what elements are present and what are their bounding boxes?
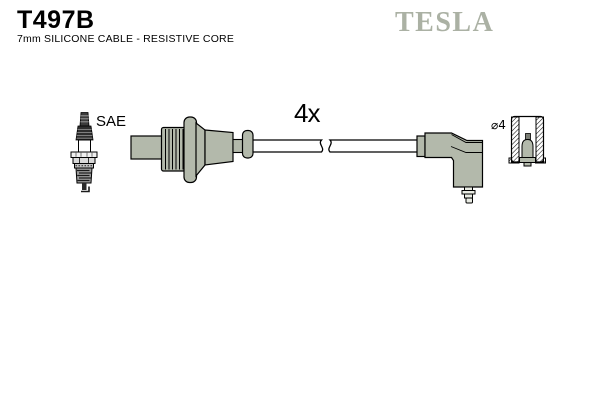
cap-left-wall	[511, 116, 520, 163]
cap-inner-terminal	[519, 133, 536, 167]
elbow-boot-terminal-nipple	[461, 186, 476, 204]
coil-boot-disc-rib	[183, 116, 198, 184]
cable-left-segment	[249, 139, 324, 153]
elbow-boot-body	[424, 132, 484, 188]
cable-right-segment	[328, 139, 421, 153]
quantity-label: 4x	[294, 98, 320, 128]
elbow-boot-collar	[416, 135, 426, 158]
cap-right-wall	[535, 116, 544, 163]
coil-boot-socket	[130, 135, 164, 160]
terminal-cap-cross-section	[508, 115, 546, 167]
tesla-logo: TESLA	[395, 7, 494, 38]
ignition-cable	[249, 139, 421, 153]
header: T497B 7mm SILICONE CABLE - RESISTIVE COR…	[17, 6, 494, 45]
coil-boot-collar	[241, 129, 254, 159]
sae-label: SAE	[96, 113, 126, 130]
terminal-diameter-label: ⌀4	[491, 118, 506, 132]
spark-plug-illustration	[70, 112, 98, 193]
part-description: 7mm SILICONE CABLE - RESISTIVE CORE	[17, 33, 234, 45]
distributor-end-boot	[416, 132, 484, 188]
coil-end-boot	[130, 116, 254, 184]
part-number: T497B	[17, 6, 95, 34]
coil-boot-sleeve	[204, 129, 234, 166]
coil-boot-cone	[195, 121, 206, 178]
